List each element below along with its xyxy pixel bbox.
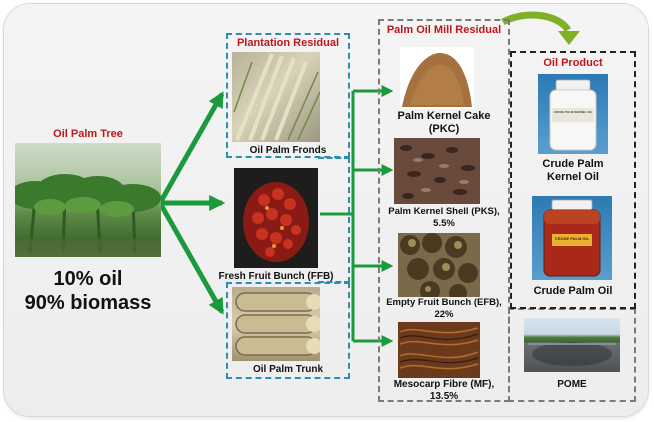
pks-shells-icon bbox=[400, 145, 475, 199]
curved-arrow-head bbox=[558, 31, 580, 45]
oil-palm-trunk-label: Oil Palm Trunk bbox=[252, 364, 324, 375]
pkc-pile-icon bbox=[402, 53, 472, 107]
cpko-jar-image: CRUDE PALM KERNEL OIL bbox=[538, 74, 608, 154]
pome-image bbox=[524, 318, 620, 372]
pks-image bbox=[394, 138, 480, 204]
efb-image bbox=[398, 233, 480, 297]
cpko-label-line2: Kernel Oil bbox=[547, 171, 599, 183]
mesocarp-fibre-icon bbox=[399, 327, 479, 370]
palm-tree-icon bbox=[15, 174, 161, 257]
pome-box bbox=[508, 308, 636, 402]
efb-bunches-icon bbox=[400, 233, 478, 297]
oil-palm-fronds-image bbox=[232, 52, 320, 142]
efb-label-line2: 22% bbox=[434, 309, 454, 320]
fronds-icon bbox=[233, 53, 320, 141]
pkc-label-line1: Palm Kernel Cake bbox=[397, 110, 491, 122]
oil-palm-fronds-label: Oil Palm Fronds bbox=[249, 145, 327, 156]
trunk-icon bbox=[235, 292, 320, 356]
efb-label-line1: Empty Fruit Bunch (EFB), bbox=[386, 297, 502, 308]
mf-label-line2: 13.5% bbox=[429, 391, 459, 402]
ffb-connector-box bbox=[318, 157, 350, 283]
tree-title: Oil Palm Tree bbox=[53, 128, 123, 140]
mf-label-line1: Mesocarp Fibre (MF), bbox=[393, 379, 495, 390]
fruit-bunch-icon bbox=[243, 182, 309, 262]
cpo-jar-icon bbox=[543, 199, 601, 277]
cpko-jar-icon bbox=[549, 79, 597, 151]
plantation-residual-title: Plantation Residual bbox=[236, 37, 340, 49]
trunk-box bbox=[226, 282, 350, 379]
pks-label-line1: Palm Kernel Shell (PKS), bbox=[388, 206, 500, 217]
pks-label-line2: 5.5% bbox=[433, 218, 455, 229]
pome-label: POME bbox=[557, 379, 587, 390]
oil-percentage: 10% oil bbox=[53, 268, 123, 290]
pkc-image bbox=[400, 47, 474, 109]
oil-palm-trunk-image bbox=[232, 287, 320, 361]
cpko-jar-label: CRUDE PALM KERNEL OIL bbox=[553, 110, 593, 114]
pome-pond-icon bbox=[528, 342, 616, 366]
oil-product-box bbox=[510, 51, 636, 309]
biomass-percentage: 90% biomass bbox=[24, 292, 152, 314]
ffb-label: Fresh Fruit Bunch (FFB) bbox=[218, 271, 334, 282]
ffb-image bbox=[234, 168, 318, 268]
arrow-tree-to-fronds bbox=[157, 91, 225, 205]
cpo-jar-label: CRUDE PALM OIL bbox=[554, 236, 590, 241]
oil-palm-tree-image bbox=[15, 143, 161, 257]
cpo-jar-image: CRUDE PALM OIL bbox=[532, 196, 612, 280]
pkc-label-line2: (PKC) bbox=[428, 123, 460, 135]
mf-image bbox=[398, 322, 480, 378]
curved-arrow-to-product bbox=[501, 11, 571, 33]
cpko-label-line1: Crude Palm bbox=[542, 158, 604, 170]
oil-product-title: Oil Product bbox=[543, 57, 603, 69]
plantation-residual-box bbox=[226, 33, 350, 158]
arrow-tree-to-trunk bbox=[157, 201, 225, 315]
mill-residual-box bbox=[378, 19, 510, 402]
mill-residual-title: Palm Oil Mill Residual bbox=[386, 24, 502, 36]
cpo-label: Crude Palm Oil bbox=[533, 285, 613, 297]
